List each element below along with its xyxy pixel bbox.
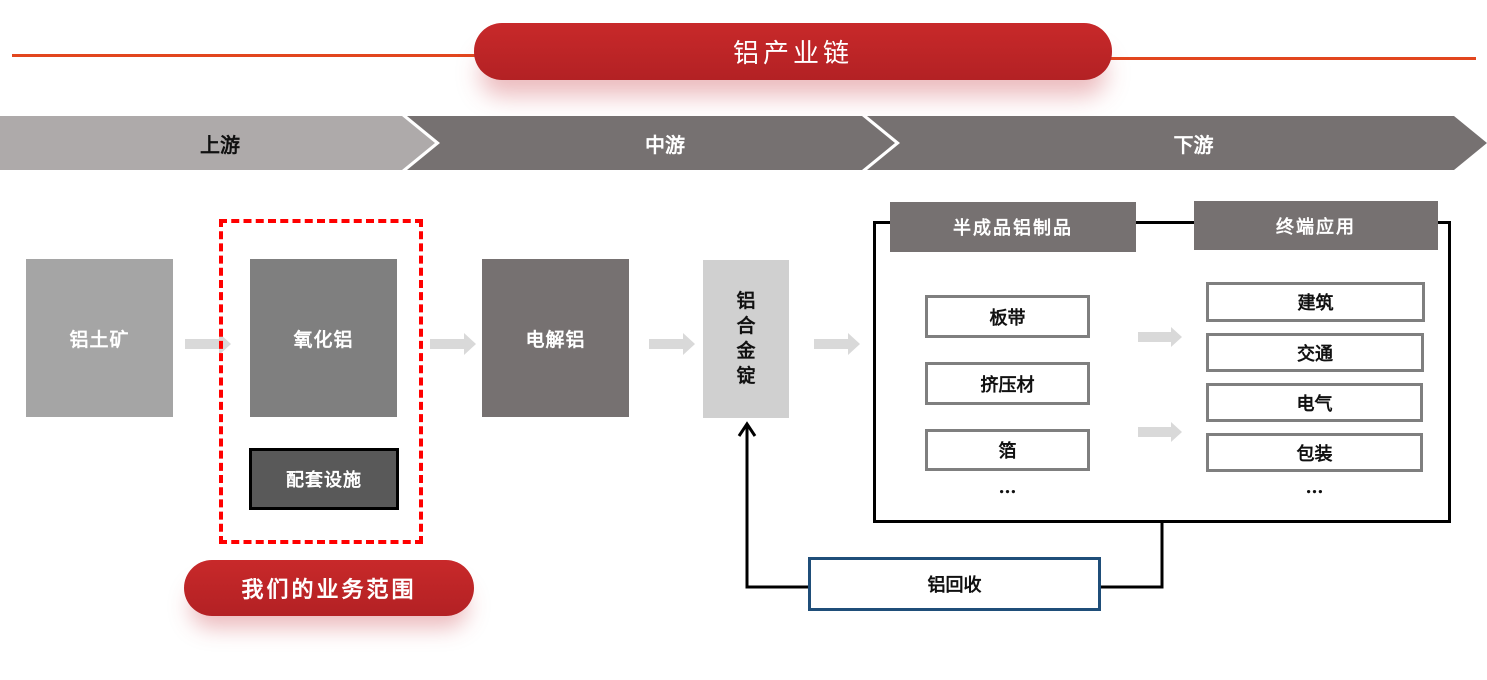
semi-finished-item: 板带 xyxy=(925,295,1090,338)
alloy-ingot-char: 铝 xyxy=(736,290,756,312)
end-use-item: 电气 xyxy=(1206,383,1423,422)
title-line-left xyxy=(12,54,482,57)
stage-downstream-shape xyxy=(867,116,1487,170)
business-scope-frame xyxy=(219,219,423,544)
diagram-title: 铝产业链 xyxy=(474,23,1112,80)
alloy-ingot-block: 铝 合 金 锭 xyxy=(703,260,789,418)
end-use-item: 交通 xyxy=(1206,333,1424,372)
recycle-arrowhead-icon xyxy=(737,421,757,437)
arrow-alumina-to-electrolytic xyxy=(430,333,476,355)
semi-finished-more: … xyxy=(998,477,1017,498)
business-scope-label: 我们的业务范围 xyxy=(184,560,474,616)
arrow-semi-to-end-use-1 xyxy=(1138,327,1182,347)
alloy-ingot-char: 锭 xyxy=(736,365,756,387)
bauxite-block: 铝土矿 xyxy=(26,259,173,417)
end-use-item: 包装 xyxy=(1206,433,1423,472)
stage-band xyxy=(0,116,1487,170)
title-line-right xyxy=(1104,57,1476,60)
arrow-ingot-to-downstream xyxy=(814,333,860,355)
supporting-facilities-block: 配套设施 xyxy=(249,448,399,510)
stage-upstream-shape xyxy=(0,116,435,170)
semi-finished-header: 半成品铝制品 xyxy=(890,202,1136,252)
recycle-line-to-ingot xyxy=(745,424,808,589)
alloy-ingot-char: 合 xyxy=(736,315,756,337)
end-use-item: 建筑 xyxy=(1206,282,1425,322)
semi-finished-item: 箔 xyxy=(925,429,1090,471)
aluminum-recycling-block: 铝回收 xyxy=(808,557,1101,611)
alloy-ingot-char: 金 xyxy=(736,340,756,362)
downstream-frame xyxy=(873,221,1451,523)
stage-midstream-shape xyxy=(407,116,895,170)
arrow-semi-to-end-use-2 xyxy=(1138,422,1182,442)
stage-downstream-label: 下游 xyxy=(1173,132,1214,157)
stage-midstream-label: 中游 xyxy=(645,132,685,157)
recycle-line-from-downstream xyxy=(1101,523,1164,589)
alumina-block: 氧化铝 xyxy=(250,259,397,417)
end-use-header: 终端应用 xyxy=(1194,201,1438,250)
electrolytic-aluminum-block: 电解铝 xyxy=(482,259,629,417)
semi-finished-item: 挤压材 xyxy=(925,362,1090,405)
arrow-electrolytic-to-ingot xyxy=(649,333,695,355)
end-use-more: … xyxy=(1305,477,1324,498)
stage-upstream-label: 上游 xyxy=(200,132,240,157)
